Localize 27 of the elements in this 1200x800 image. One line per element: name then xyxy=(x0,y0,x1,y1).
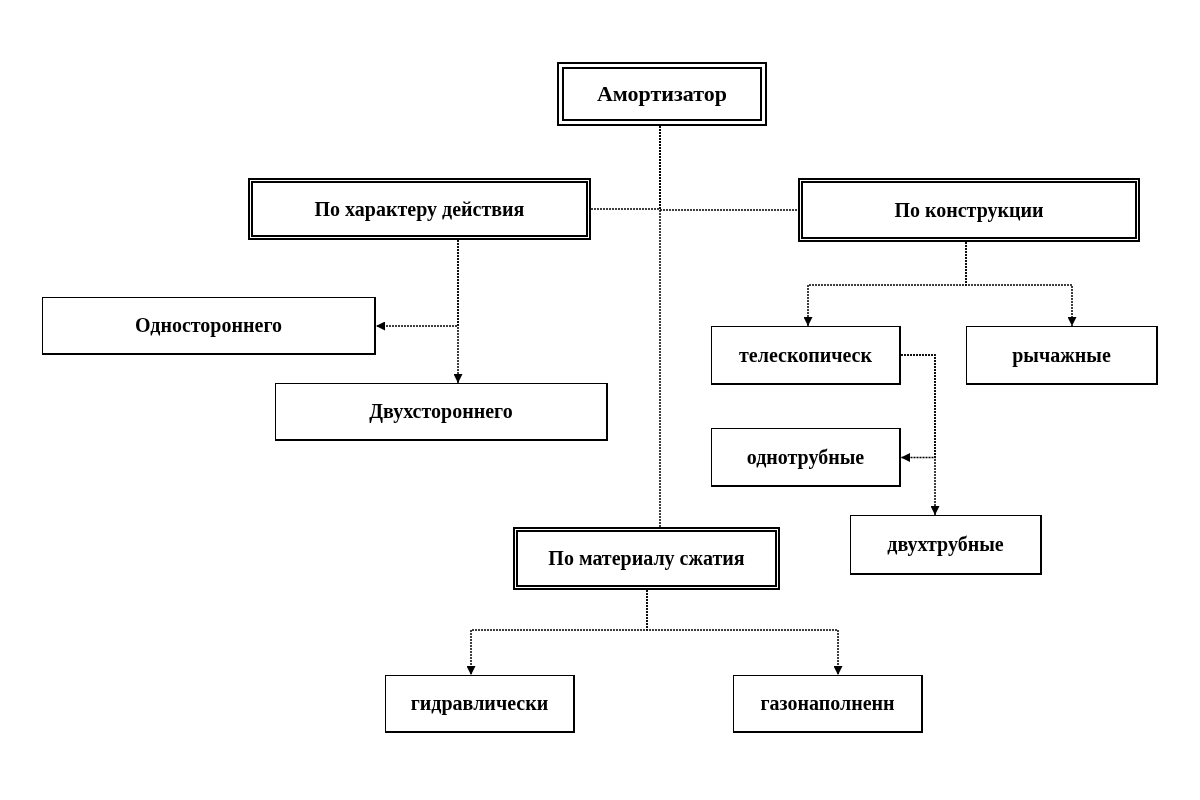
connector-arrow xyxy=(965,241,1077,327)
node-label: Двухстороннего xyxy=(369,399,513,424)
node-label: двухтрубные xyxy=(887,532,1004,557)
root-box xyxy=(557,62,767,126)
connector-arrow xyxy=(453,239,463,384)
type-box xyxy=(711,326,901,385)
node-label: однотрубные xyxy=(746,444,865,470)
node-label: телескопическ xyxy=(739,342,872,368)
category-box xyxy=(513,527,780,590)
category-box xyxy=(248,178,591,240)
node-label: По материалу сжатия xyxy=(548,546,745,571)
type-box xyxy=(275,383,608,441)
type-box xyxy=(966,326,1158,385)
node-label: газонаполненн xyxy=(760,691,895,716)
node-label: Амортизатор xyxy=(596,80,727,108)
node-label: По конструкции xyxy=(894,197,1044,223)
type-box xyxy=(385,675,575,733)
node-label: гидравлически xyxy=(410,691,549,716)
type-box xyxy=(850,515,1042,575)
type-box xyxy=(711,428,901,487)
node-label: По характеру действия xyxy=(314,196,525,222)
node-label: рычажные xyxy=(1012,342,1111,368)
category-box xyxy=(798,178,1140,242)
connector-arrow xyxy=(646,589,843,676)
node-label: Одностороннего xyxy=(135,313,282,338)
type-box xyxy=(733,675,923,733)
type-box xyxy=(42,297,376,355)
